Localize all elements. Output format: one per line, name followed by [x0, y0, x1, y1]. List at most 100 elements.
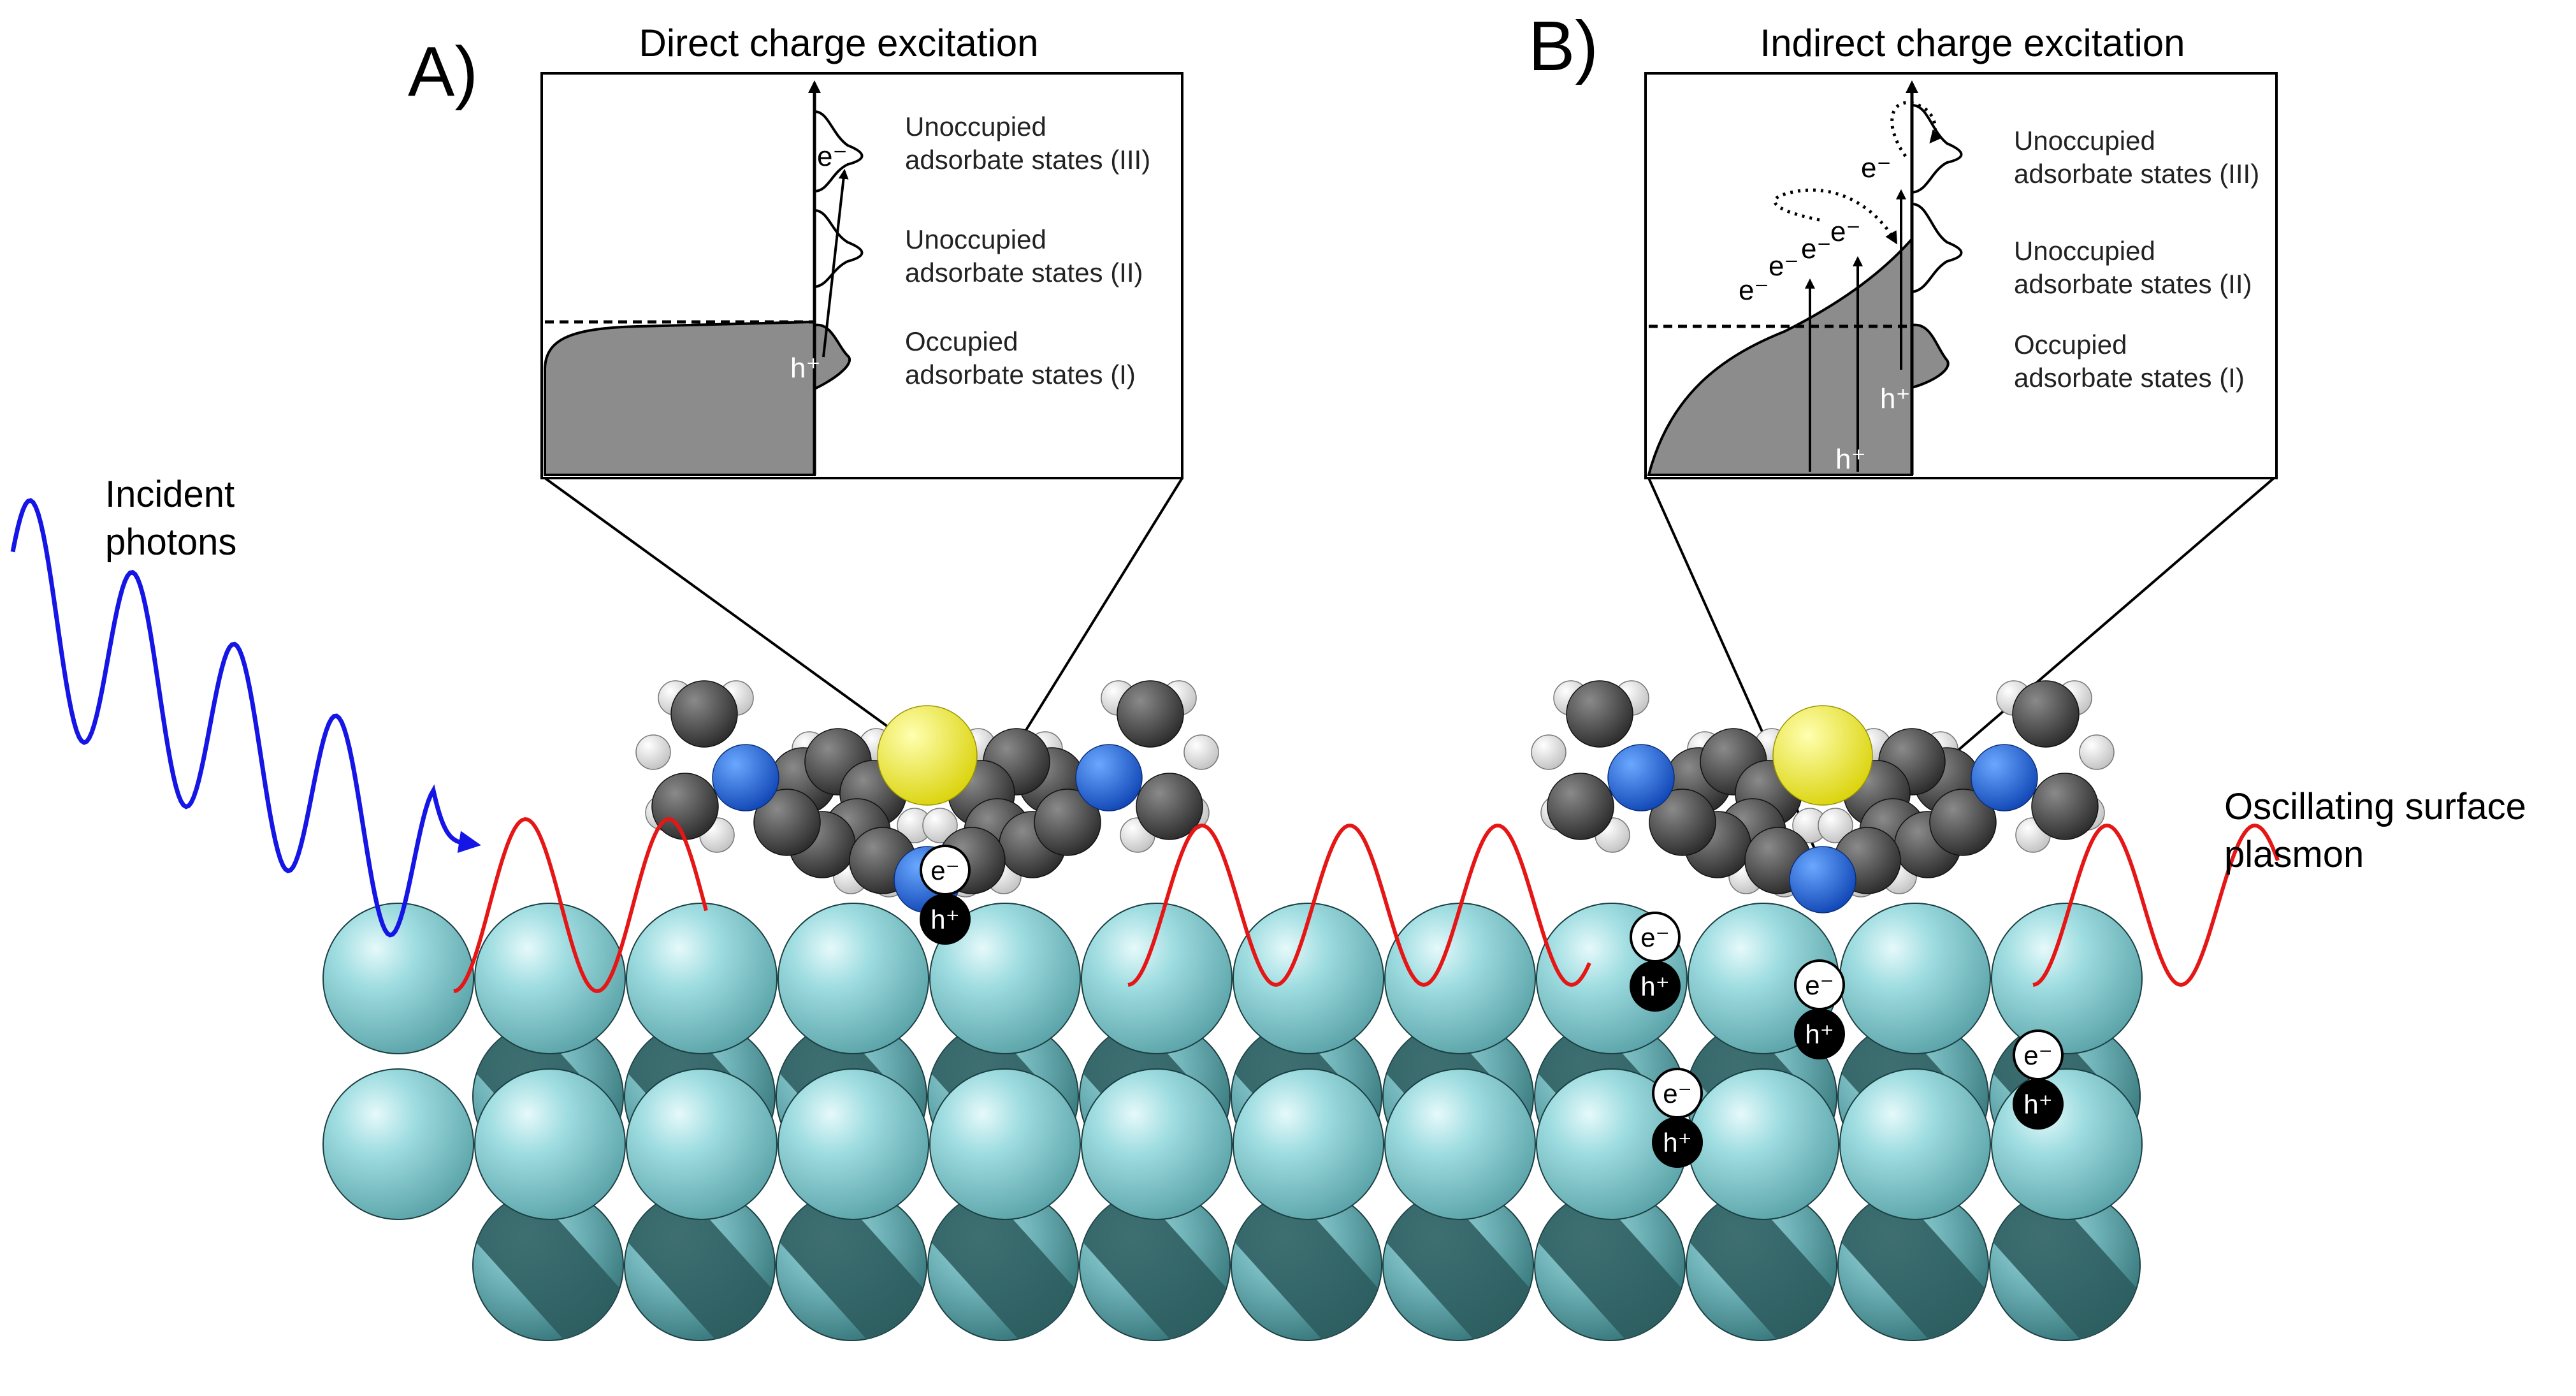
metal-atom	[474, 903, 626, 1054]
incident-photon-wave	[10, 498, 481, 938]
carbon-atom	[670, 680, 738, 748]
panel-b-transfer-arrow-upper	[1890, 101, 1943, 157]
hydrogen-atom	[922, 808, 958, 843]
hole-marker	[1652, 1117, 1703, 1168]
panel-b-state2-line1: Unoccupied	[2014, 236, 2155, 266]
hydrogen-atom	[635, 734, 671, 770]
nitrogen-atom	[1971, 744, 2038, 811]
panel-b-state3-peak	[1911, 104, 1963, 194]
panel-a-direct-transition-arrow	[822, 168, 849, 358]
plasmon-waves	[453, 817, 2280, 993]
panel-b-state2-peak	[1911, 203, 1963, 293]
nitrogen-atom	[1789, 846, 1856, 913]
panel-a-state1-line1: Occupied	[905, 326, 1018, 356]
carbon-atom	[1117, 680, 1184, 748]
metal-atom-shadow	[628, 1191, 772, 1339]
metal-atom	[322, 1068, 474, 1220]
panel-a-state3-line1: Unoccupied	[905, 112, 1046, 142]
panel-b: B) Indirect charge excitation e⁻ e⁻ e⁻ e…	[1528, 7, 2278, 479]
panel-b-electron-3: e⁻	[1801, 233, 1832, 265]
panel-a-state3-line2: adsorbate states (III)	[905, 145, 1150, 175]
molecule-a	[635, 680, 1219, 913]
plasmon-wave-right	[2032, 823, 2280, 987]
carbon-atom	[1649, 789, 1716, 856]
panel-b-state3-line1: Unoccupied	[2014, 126, 2155, 156]
carbon-atom	[1034, 789, 1101, 856]
panel-b-letter: B)	[1528, 7, 1598, 85]
hole-symbol: h⁺	[1663, 1128, 1692, 1158]
hydrogen-atom	[2079, 734, 2115, 770]
metal-slab	[322, 903, 2143, 1341]
metal-atom	[1233, 903, 1384, 1054]
panel-a-state2-peak	[814, 209, 864, 288]
panel-a-electron-label: e⁻	[817, 141, 848, 172]
hole-marker	[1630, 961, 1681, 1012]
panel-b-electron-5: e⁻	[1861, 152, 1892, 184]
hole-marker	[920, 894, 971, 945]
metal-atom	[1839, 903, 1991, 1054]
panel-b-state1-line2: adsorbate states (I)	[2014, 363, 2245, 393]
plasmon-label-line2: plasmon	[2224, 834, 2364, 875]
metal-atom-shadow	[1841, 1191, 1985, 1339]
metal-atom	[929, 903, 1081, 1054]
electron-symbol: e⁻	[2023, 1040, 2053, 1070]
panel-a-state3-peak	[814, 110, 864, 193]
plasmon-wave-middle	[1127, 823, 1591, 987]
panel-a-occupied-fill	[544, 320, 816, 476]
metal-atom	[1081, 1068, 1233, 1220]
panel-a-state2-line2: adsorbate states (II)	[905, 258, 1143, 287]
electron-symbol: e⁻	[1663, 1079, 1692, 1109]
panel-a-state1-line2: adsorbate states (I)	[905, 360, 1136, 389]
nitrogen-atom	[1607, 744, 1675, 811]
panel-b-state1-line1: Occupied	[2014, 330, 2127, 360]
metal-atom-shadow	[1386, 1191, 1530, 1339]
panel-a-hole-label: h⁺	[790, 353, 821, 384]
charge-carriers: e⁻h⁺e⁻h⁺e⁻h⁺e⁻h⁺e⁻h⁺	[920, 845, 2064, 1168]
metal-atom-shadow	[1083, 1191, 1227, 1339]
metal-atom	[778, 1068, 929, 1220]
metal-atom	[322, 903, 474, 1054]
hole-symbol: h⁺	[2023, 1089, 2053, 1119]
hole-marker	[2013, 1079, 2064, 1130]
metal-atom-shadow	[779, 1191, 923, 1339]
panel-a: A) Direct charge excitation e⁻ h⁺ Unoccu…	[408, 22, 1183, 479]
panel-a-title: Direct charge excitation	[639, 22, 1039, 64]
incident-photons-line2: photons	[105, 521, 236, 563]
sulfur-atom	[877, 705, 978, 806]
electron-symbol: e⁻	[930, 855, 960, 885]
nitrogen-atom	[712, 744, 779, 811]
nitrogen-atom	[1075, 744, 1143, 811]
carbon-atom	[2031, 773, 2099, 840]
metal-atom	[1384, 903, 1536, 1054]
plasmon-wave-left	[453, 817, 708, 993]
hydrogen-atom	[1818, 808, 1853, 843]
metal-atom	[474, 1068, 626, 1220]
panel-b-electron-1: e⁻	[1739, 275, 1769, 306]
incident-photons-line1: Incident	[105, 474, 235, 515]
carbon-atom	[1136, 773, 1203, 840]
panel-b-title: Indirect charge excitation	[1760, 22, 2185, 64]
electron-symbol: e⁻	[1640, 922, 1670, 952]
metal-atom	[1081, 903, 1233, 1054]
metal-atom-shadow	[1690, 1191, 1834, 1339]
panel-b-electron-4: e⁻	[1830, 216, 1861, 247]
panel-b-hole-2: h⁺	[1835, 444, 1866, 475]
metal-atom-shadow	[476, 1191, 620, 1339]
metal-atom	[929, 1068, 1081, 1220]
carbon-atom	[1929, 789, 1997, 856]
panel-b-occupied-fill	[1647, 235, 1913, 476]
hydrogen-atom	[1183, 734, 1219, 770]
metal-atom	[1839, 1068, 1991, 1220]
metal-atom	[626, 903, 778, 1054]
panel-b-inset: e⁻ e⁻ e⁻ e⁻ e⁻ h⁺ h⁺ Unoccupied adsorbat…	[1644, 72, 2278, 479]
carbon-atom	[1566, 680, 1633, 748]
panel-b-state3-line2: adsorbate states (III)	[2014, 159, 2259, 189]
metal-atom	[1233, 1068, 1384, 1220]
metal-atom-shadow	[1993, 1191, 2137, 1339]
metal-atom	[1384, 1068, 1536, 1220]
panel-a-letter: A)	[408, 33, 478, 111]
panel-b-state1-peak	[1911, 323, 1950, 389]
electron-symbol: e⁻	[1805, 970, 1834, 1000]
metal-atom-shadow	[1538, 1191, 1682, 1339]
